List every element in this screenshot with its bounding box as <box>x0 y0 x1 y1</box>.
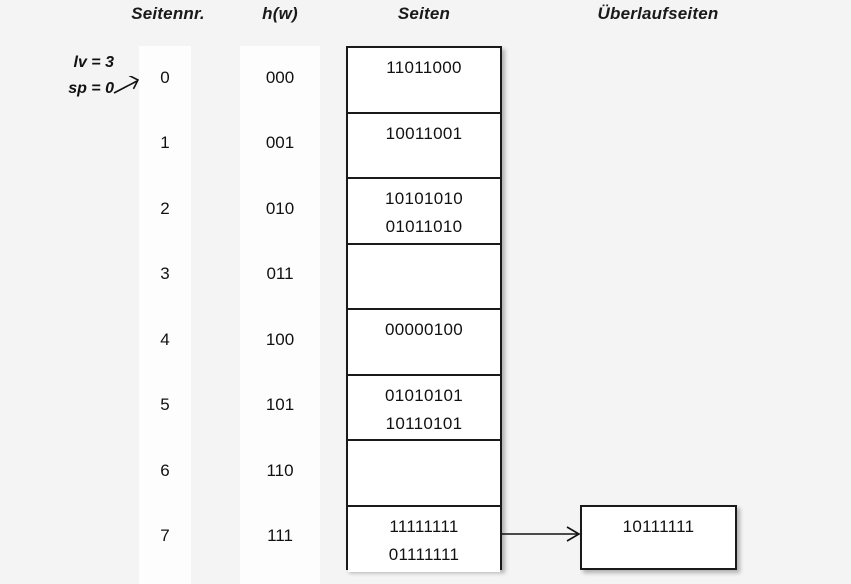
bucket-row: 01010101 10110101 <box>348 375 500 441</box>
seitennr-value: 1 <box>160 133 170 153</box>
bucket-entry: 01010101 <box>384 385 464 405</box>
bucket-entry: 00000100 <box>384 320 464 339</box>
header-seitennr: Seitennr. <box>131 4 205 23</box>
label-lv: lv = 3 <box>73 54 114 71</box>
seitennr-value: 0 <box>160 67 170 87</box>
bucket-row <box>348 441 500 507</box>
bucket-row: 11111111 01111111 <box>348 506 500 572</box>
seitennr-value: 2 <box>160 198 170 218</box>
hw-value: 011 <box>266 264 294 284</box>
bucket-entry: 10110101 <box>385 413 463 433</box>
seitennr-column-band <box>139 46 191 584</box>
bucket-row: 10011001 <box>348 113 500 179</box>
overflow-entry: 10111111 <box>622 517 695 536</box>
hw-value: 110 <box>266 460 294 480</box>
seitennr-value: 6 <box>160 460 170 480</box>
bucket-table: 11011000 10011001 10101010 01011010 00000100… <box>346 46 502 572</box>
bucket-row: 10101010 01011010 <box>348 179 500 245</box>
hw-value: 111 <box>267 526 293 546</box>
bucket-row: 00000100 <box>348 310 500 376</box>
hw-value: 101 <box>265 395 295 415</box>
hw-value: 001 <box>265 133 295 153</box>
hw-value: 100 <box>265 329 295 349</box>
label-sp: sp = 0 <box>68 80 114 97</box>
header-ueberlaufseiten: Überlaufseiten <box>597 4 719 23</box>
seitennr-value: 5 <box>160 395 170 415</box>
header-seiten: Seiten <box>397 4 451 23</box>
hw-value: 000 <box>265 67 295 87</box>
seitennr-value: 4 <box>160 329 170 349</box>
bucket-entry: 11111111 <box>389 516 459 536</box>
arrow-up-right-icon <box>113 76 140 94</box>
header-hw: h(w) <box>262 4 298 23</box>
seitennr-value: 3 <box>160 264 170 284</box>
bucket-entry: 11011000 <box>386 58 462 77</box>
bucket-entry: 01111111 <box>388 544 460 564</box>
bucket-entry: 10011001 <box>385 123 463 143</box>
arrow-right-icon <box>501 526 581 542</box>
seitennr-value: 7 <box>160 526 170 546</box>
overflow-page: 10111111 <box>580 505 737 570</box>
bucket-entry: 01011010 <box>385 217 463 236</box>
hw-column-band <box>240 46 320 584</box>
bucket-entry: 10101010 <box>384 189 464 208</box>
bucket-row <box>348 244 500 310</box>
bucket-row: 11011000 <box>348 48 500 114</box>
hw-value: 010 <box>265 198 295 218</box>
